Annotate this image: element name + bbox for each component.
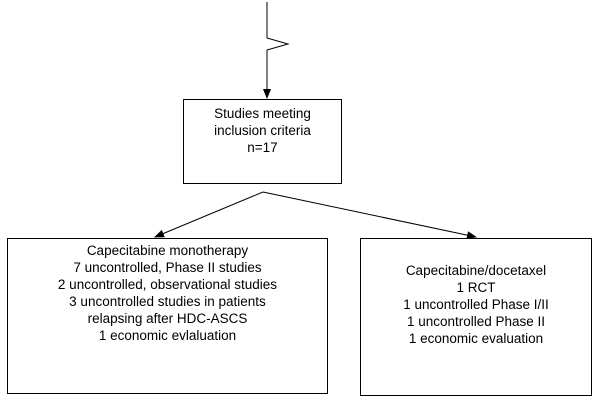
arrow-to-monotherapy-box — [154, 191, 264, 238]
combination-box-line-2: 1 RCT — [456, 280, 496, 295]
inclusion-box-count: n=17 — [247, 140, 278, 155]
combination-box-line-4: 1 uncontrolled Phase II — [406, 314, 546, 329]
arrow-to-combination-box — [262, 191, 477, 240]
combination-box: Capecitabine/docetaxel 1 RCT 1 uncontrol… — [360, 238, 592, 396]
inclusion-box-line-2: inclusion criteria — [214, 123, 311, 138]
monotherapy-box-line-5: relapsing after HDC-ASCS — [87, 311, 248, 326]
monotherapy-box-line-4: 3 uncontrolled studies in patients — [69, 294, 266, 309]
monotherapy-box-line-3: 2 uncontrolled, observational studies — [57, 277, 278, 292]
incoming-zigzag-arrow — [263, 2, 290, 99]
combination-box-line-5: 1 economic evaluation — [408, 331, 544, 346]
monotherapy-box-title: Capecitabine monotherapy — [86, 243, 249, 258]
monotherapy-box-line-6: 1 economic evlaluation — [98, 328, 237, 343]
inclusion-criteria-box: Studies meeting inclusion criteria n=17 — [183, 99, 342, 184]
combination-box-title: Capecitabine/docetaxel — [405, 263, 547, 278]
monotherapy-box-line-2: 7 uncontrolled, Phase II studies — [73, 260, 262, 275]
combination-box-line-3: 1 uncontrolled Phase I/II — [403, 297, 549, 312]
inclusion-box-line-1: Studies meeting — [214, 106, 311, 121]
monotherapy-box: Capecitabine monotherapy 7 uncontrolled,… — [7, 238, 328, 394]
